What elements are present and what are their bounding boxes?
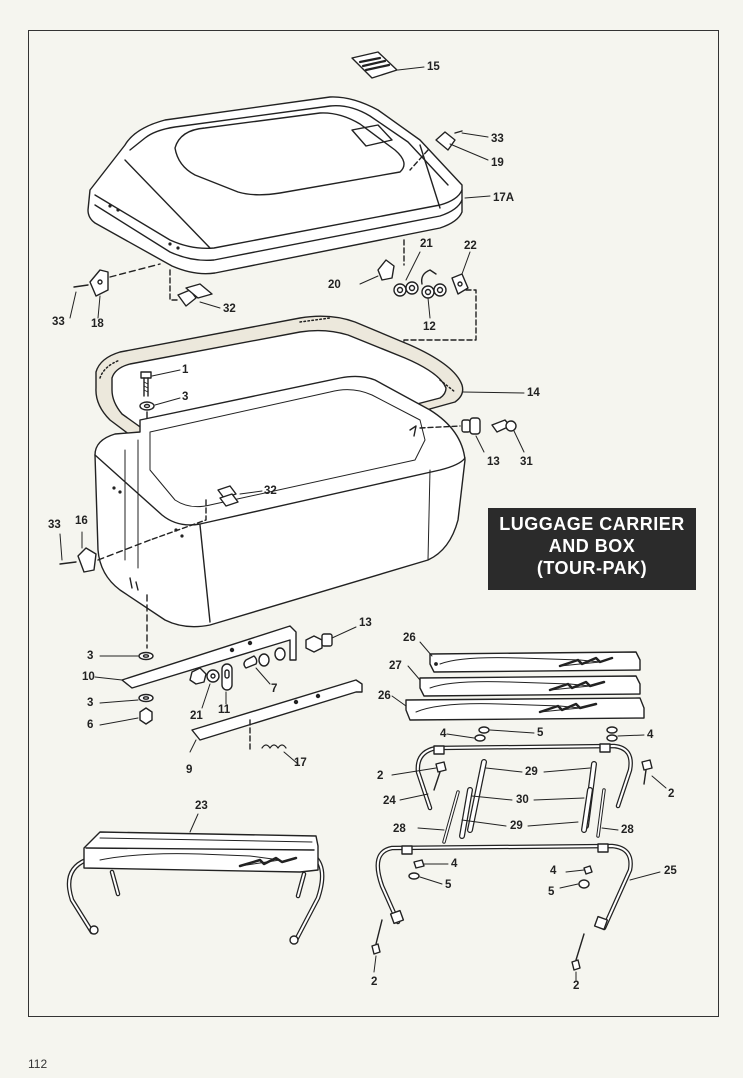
- callout-2: 2: [377, 770, 384, 782]
- callout-33: 33: [48, 519, 61, 531]
- title-line-3: (TOUR-PAK): [536, 558, 648, 578]
- part-16-hinge: [59, 531, 151, 573]
- callout-2: 2: [371, 976, 378, 988]
- title-line-1: LUGGAGE CARRIER: [499, 514, 685, 534]
- callout-32: 32: [223, 303, 236, 315]
- callout-18: 18: [91, 318, 104, 330]
- callout-3: 3: [182, 391, 189, 403]
- callout-29: 29: [510, 820, 523, 832]
- callout-6: 6: [87, 719, 94, 731]
- callout-33: 33: [52, 316, 65, 328]
- part-32-brackets-upper: [169, 269, 221, 309]
- callout-15: 15: [427, 61, 440, 73]
- part-9-rail: [189, 679, 363, 765]
- part-23-luggage-rack: [66, 813, 325, 945]
- callout-5: 5: [445, 879, 452, 891]
- part-26-27-pads: [391, 641, 645, 721]
- callout-4: 4: [440, 728, 447, 740]
- callout-25: 25: [664, 865, 677, 877]
- part-32-brackets-lower: [149, 485, 263, 541]
- callout-14: 14: [527, 387, 540, 399]
- callout-26: 26: [378, 690, 391, 702]
- callout-27: 27: [389, 660, 402, 672]
- callout-1: 1: [182, 364, 189, 376]
- callout-4: 4: [647, 729, 654, 741]
- callout-10: 10: [82, 671, 95, 683]
- callout-28: 28: [393, 823, 406, 835]
- callout-31: 31: [520, 456, 533, 468]
- title-line-2: AND BOX: [548, 536, 636, 556]
- callout-29: 29: [525, 766, 538, 778]
- callout-9: 9: [186, 764, 193, 776]
- callout-5: 5: [548, 886, 555, 898]
- callout-2: 2: [573, 980, 580, 992]
- callout-19: 19: [491, 157, 504, 169]
- callout-13: 13: [359, 617, 372, 629]
- callout-23: 23: [195, 800, 208, 812]
- callout-17a: 17A: [493, 192, 515, 204]
- callout-4: 4: [451, 858, 458, 870]
- callout-16: 16: [75, 515, 88, 527]
- callout-12: 12: [423, 321, 436, 333]
- callout-3: 3: [87, 697, 94, 709]
- diagram-frame: [28, 30, 719, 1017]
- callout-26: 26: [403, 632, 416, 644]
- part-24-rack-upper: [391, 726, 667, 844]
- callout-3: 3: [87, 650, 94, 662]
- callout-20: 20: [328, 279, 341, 291]
- callout-32: 32: [264, 485, 277, 497]
- callout-7: 7: [271, 683, 278, 695]
- part-19-hinge: [409, 130, 489, 171]
- callout-4: 4: [550, 865, 557, 877]
- callout-5: 5: [537, 727, 544, 739]
- part-13-31-lock-key: [419, 417, 525, 453]
- callout-24: 24: [383, 795, 396, 807]
- callout-2: 2: [668, 788, 675, 800]
- part-25-rack-lower: [371, 843, 661, 981]
- callout-30: 30: [516, 794, 529, 806]
- callout-22: 22: [464, 240, 477, 252]
- callout-13: 13: [487, 456, 500, 468]
- part-15-label-plate: [351, 51, 425, 79]
- part-10-mount-rail: [94, 594, 357, 726]
- part-18-hinge: [69, 263, 161, 319]
- page-number: 112: [28, 1057, 48, 1071]
- diagram-title-box: LUGGAGE CARRIER AND BOX (TOUR-PAK): [488, 508, 696, 590]
- callout-11: 11: [218, 704, 231, 716]
- callout-17: 17: [294, 757, 307, 769]
- part-box-body: [94, 375, 466, 628]
- callout-21: 21: [190, 710, 203, 722]
- callout-33: 33: [491, 133, 504, 145]
- callout-28: 28: [621, 824, 634, 836]
- callout-21: 21: [420, 238, 433, 250]
- part-17a-lid: [87, 96, 491, 275]
